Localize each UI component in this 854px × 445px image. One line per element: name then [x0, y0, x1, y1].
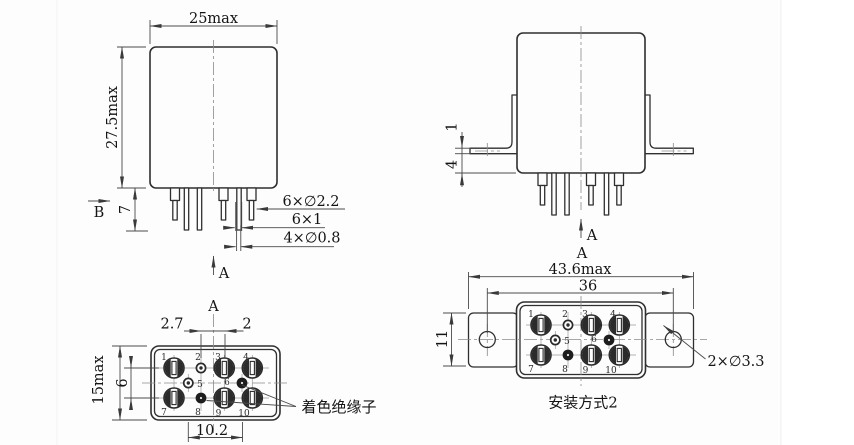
dim-hole-spacing-label: 36 — [579, 279, 597, 295]
dim-height-label: 27.5max — [105, 86, 121, 149]
left-mounting-bracket — [469, 94, 517, 155]
pin-row — [169, 187, 257, 231]
dim-pin-span-label: 10.2 — [196, 423, 228, 439]
flange-width-dimension: 11 — [435, 312, 466, 367]
insulator-annotation: 着色绝缘子 — [206, 384, 377, 416]
bottom-right-view: A 43.6max 36 11 2×∅3.3 安装方式2 — [435, 246, 765, 412]
pin-callouts: 6×∅2.2 6×1 4×∅0.8 — [223, 194, 345, 251]
section-title: A — [207, 299, 219, 315]
pin-span-dimension: 10.2 — [187, 422, 243, 442]
dim-flange-to-base-label: 4 — [445, 160, 461, 169]
dim-col-right-label: 2 — [242, 317, 251, 333]
column-dimensions: 2.7 2 — [160, 317, 252, 358]
view-b-indicator: B — [88, 199, 111, 221]
callout-small-pins-label: 4×∅0.8 — [283, 231, 340, 247]
right-flange — [644, 312, 695, 368]
flange-dimensions: 1 4 — [445, 122, 516, 187]
bottom-left-view: A 2.7 2 15max 6 10. — [91, 299, 377, 442]
dim-col-left-label: 2.7 — [160, 317, 183, 333]
height-dimension: 27.5max — [105, 46, 146, 189]
dim-pin-length-label: 7 — [118, 205, 134, 214]
section-a-arrow-label: A — [218, 266, 230, 282]
right-mounting-bracket — [645, 94, 694, 155]
section-a-arrow: A — [211, 255, 230, 282]
width-dimension: 25max — [149, 11, 278, 44]
dim-height-label: 15max — [91, 355, 107, 404]
dim-row-spacing-label: 6 — [115, 378, 131, 387]
dim-width-label: 25max — [189, 11, 238, 27]
mounting-hole-callout: 2×∅3.3 — [663, 325, 765, 370]
overall-width-dimension: 43.6max — [468, 262, 694, 309]
dim-overall-width-label: 43.6max — [549, 262, 612, 278]
dim-flange-thickness-label: 1 — [445, 122, 461, 131]
top-right-view: 1 4 A — [445, 26, 694, 244]
colored-insulators-label: 着色绝缘子 — [301, 398, 376, 416]
mounting-method-caption: 安装方式2 — [548, 394, 618, 412]
left-flange — [467, 312, 519, 368]
row-spacing-dimension: 6 — [115, 355, 159, 411]
height-dimension: 15max — [91, 345, 147, 421]
callout-large-pins-label: 6×∅2.2 — [282, 194, 339, 210]
dim-flange-width-label: 11 — [435, 330, 451, 348]
page-margin — [781, 0, 854, 445]
callout-square-pins-label: 6×1 — [292, 212, 323, 228]
top-left-view: 25max 27.5max 7 B 6×∅2.2 6×1 — [88, 11, 345, 282]
pin-length-dimension: 7 — [118, 187, 148, 232]
section-title: A — [576, 246, 588, 262]
view-b-label: B — [94, 205, 105, 221]
callout-mounting-holes-label: 2×∅3.3 — [707, 354, 764, 370]
section-a-arrow: A — [579, 218, 598, 244]
section-a-arrow-label: A — [586, 228, 598, 244]
